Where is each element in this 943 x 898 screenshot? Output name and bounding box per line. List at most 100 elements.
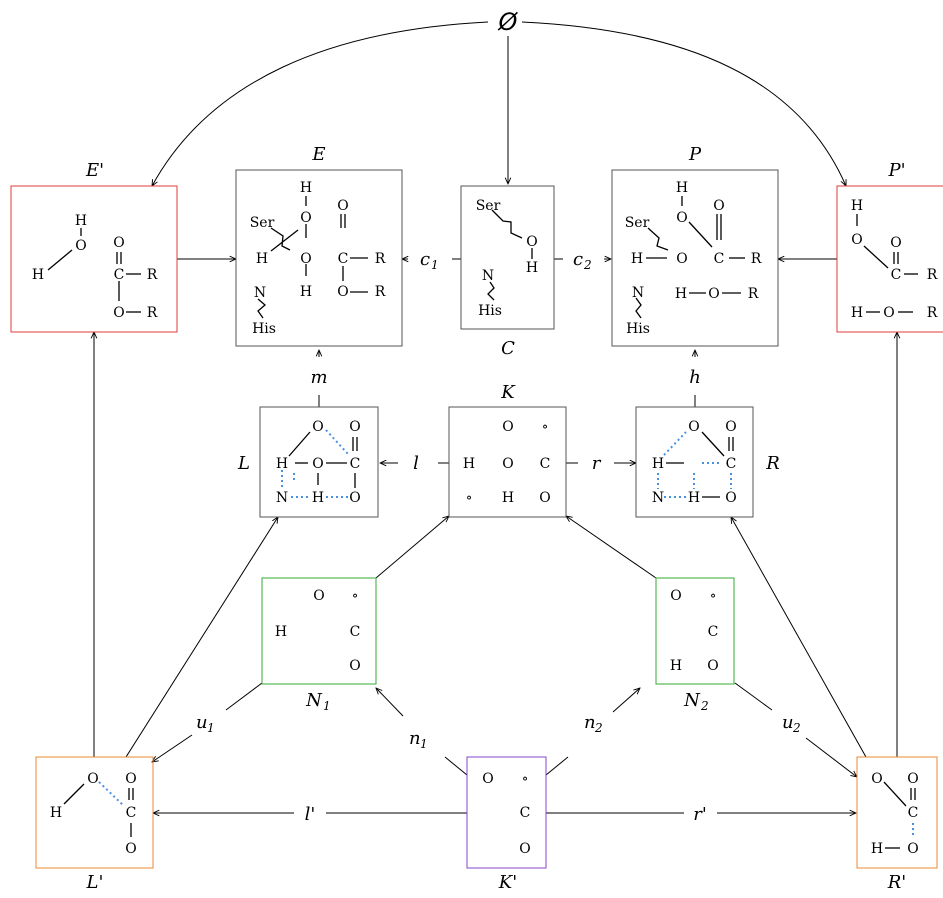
node-label-L-prime: L' [86, 872, 104, 893]
atom-o: O [676, 210, 687, 226]
arrow-label-c1: c [420, 249, 430, 270]
atom-ring: ∘ [352, 588, 359, 604]
atom-h: H [688, 490, 700, 506]
arrow-label-r: r [592, 453, 602, 474]
bond-line [491, 209, 523, 239]
atom-o: O [851, 232, 862, 248]
atom-ser: Ser [625, 215, 650, 231]
atom-o: O [337, 198, 348, 214]
arrow-K-prime-to-N1-b [376, 688, 404, 717]
arrow-label-r-prime: r' [693, 804, 707, 825]
bond-line [863, 245, 889, 269]
atom-his: His [626, 321, 650, 337]
node-label-E: E [311, 144, 325, 165]
atom-h: H [652, 456, 664, 472]
atom-h: H [50, 805, 62, 821]
atom-h: H [300, 180, 312, 196]
arrow-L-prime-to-L [125, 517, 278, 758]
atom-h: H [300, 284, 312, 300]
atom-his: His [252, 321, 276, 337]
node-L-prime-box [35, 756, 154, 869]
atom-o: O [890, 235, 901, 251]
node-label-K-prime: K' [498, 872, 517, 893]
bond-line [635, 297, 642, 319]
atom-h: H [871, 841, 883, 857]
node-K-box [448, 406, 567, 518]
atom-c: C [350, 624, 361, 640]
atom-his: His [478, 303, 502, 319]
node-E-prime-box [10, 185, 178, 333]
arrow-K-prime-to-N1-a [444, 756, 468, 776]
node-K-prime: O ∘ C O [466, 756, 547, 869]
atom-o: O [519, 841, 530, 857]
arrow-N2-to-K [566, 516, 657, 579]
node-label-C: C [501, 338, 515, 359]
arrow-K-prime-to-N2-a [545, 756, 569, 776]
atom-o: O [300, 210, 311, 226]
atom-ring: ∘ [542, 419, 549, 435]
arrow-label-u2-sub: 2 [792, 721, 801, 735]
atom-c: C [540, 456, 551, 472]
atom-n: N [652, 490, 664, 506]
atom-o: O [708, 286, 719, 302]
empty-set-symbol: Ø [498, 8, 519, 36]
atom-h: H [463, 456, 475, 472]
atom-o: O [312, 456, 323, 472]
node-E-box [235, 169, 403, 347]
atom-o: O [313, 588, 324, 604]
arrow-N1-to-L-prime-a [225, 682, 263, 711]
atom-ser: Ser [476, 198, 501, 214]
atom-h: H [631, 251, 643, 267]
arrow-label-l: l [413, 453, 419, 474]
atom-o: O [349, 490, 360, 506]
node-L-prime: O O H C O [35, 756, 154, 869]
node-R: O O H C N H O [635, 406, 754, 518]
bond-line [688, 221, 713, 248]
atom-h: H [256, 251, 268, 267]
atom-r: R [927, 305, 938, 321]
node-label-E-prime: E' [85, 160, 104, 181]
atom-h: H [675, 286, 687, 302]
atom-o: O [113, 235, 124, 251]
atom-o: O [871, 771, 882, 787]
node-P-prime-box [836, 185, 943, 333]
node-L-box [259, 406, 379, 518]
bond-line [63, 783, 85, 805]
arrow-label-n1-sub: 1 [420, 737, 428, 751]
atom-r: R [748, 286, 759, 302]
arrow-R-prime-to-R [731, 517, 867, 758]
arrow-empty-to-E-prime [152, 21, 489, 186]
bond-line [701, 431, 725, 457]
atom-h: H [502, 490, 514, 506]
atom-o: O [125, 841, 136, 857]
arrow-K-prime-to-N2-b [612, 688, 640, 713]
hydrogen-bond [325, 429, 349, 455]
node-label-L: L [237, 453, 250, 474]
arrow-label-c2: c [573, 249, 583, 270]
atom-o: O [502, 419, 513, 435]
atom-c: C [114, 267, 125, 283]
node-N2: O ∘ C H O [655, 577, 735, 685]
atom-o: O [713, 198, 724, 214]
atom-c: C [714, 251, 725, 267]
atom-c: C [891, 267, 902, 283]
atom-ring: ∘ [710, 588, 717, 604]
atom-h: H [526, 260, 538, 276]
node-R-prime: O O C H O [856, 756, 938, 869]
atom-h: H [851, 305, 863, 321]
arrow-N1-to-L-prime-b [152, 734, 193, 762]
node-label-R-prime: R' [887, 872, 907, 893]
atom-c: C [908, 805, 919, 821]
atom-o: O [300, 251, 311, 267]
hydrogen-bond [663, 431, 687, 456]
node-N1: O ∘ H C O [261, 577, 377, 685]
node-C: Ser O H N His [460, 185, 555, 330]
arrow-label-c1-sub: 1 [431, 258, 439, 272]
atom-o: O [725, 419, 736, 435]
bond-line [487, 281, 495, 301]
atom-n: N [276, 490, 288, 506]
atom-o: O [349, 419, 360, 435]
node-R-prime-box [856, 756, 938, 869]
arrow-label-m: m [310, 367, 327, 388]
